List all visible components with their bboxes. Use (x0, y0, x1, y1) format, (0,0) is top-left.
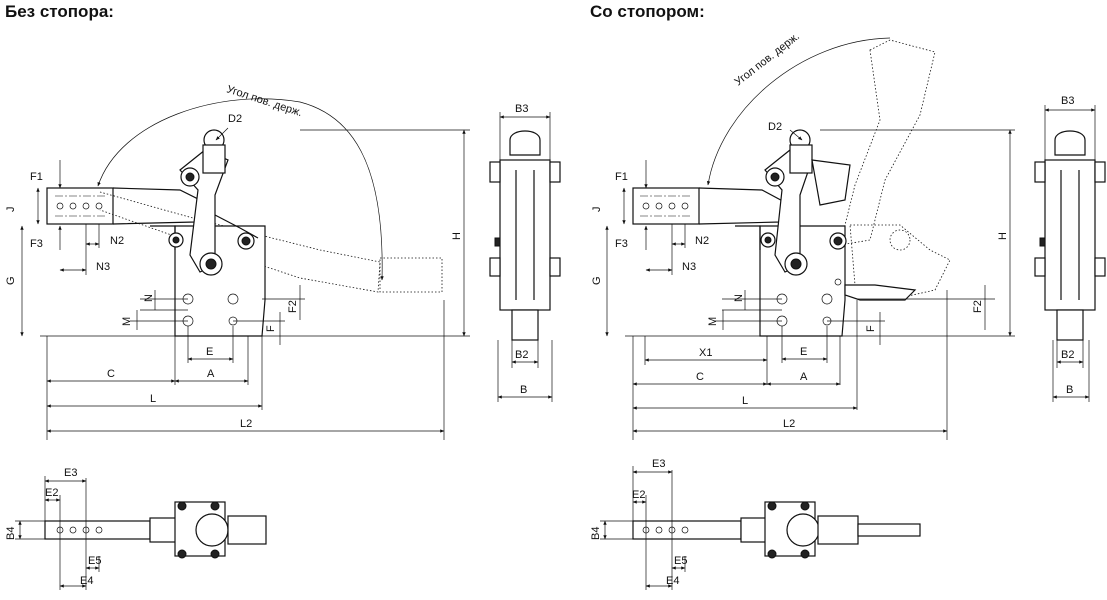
front-view-without-lock (489, 112, 561, 402)
clamp-bar-locked (632, 187, 700, 225)
label-n-left: N (143, 294, 155, 302)
label-m-left: M (121, 317, 133, 326)
label-n2-left: N2 (110, 235, 124, 247)
label-h-right: H (997, 232, 1009, 240)
label-j-left: J (5, 207, 17, 213)
lock-lever (844, 284, 917, 301)
label-b2-right: B2 (1061, 349, 1074, 361)
label-e4-left: E4 (80, 575, 93, 587)
label-g-left: G (5, 276, 17, 285)
label-g-right: G (591, 276, 603, 285)
label-e5-right: E5 (674, 555, 687, 567)
label-e3-right: E3 (652, 458, 665, 470)
label-f2-right: F2 (972, 300, 984, 313)
label-f3-right: F3 (615, 238, 628, 250)
top-view-without-lock (15, 476, 267, 590)
heading-without-lock: Без стопора: (5, 2, 114, 21)
label-l-left: L (150, 393, 156, 405)
label-b3-left: B3 (515, 103, 528, 115)
label-x1-right: X1 (699, 347, 712, 359)
label-e-left: E (206, 346, 213, 358)
label-f1-right: F1 (615, 171, 628, 183)
label-e-right: E (800, 346, 807, 358)
label-c-right: C (696, 371, 704, 383)
label-e5-left: E5 (88, 555, 101, 567)
label-e3-left: E3 (64, 467, 77, 479)
label-a-left: A (207, 368, 215, 380)
label-d2-left: D2 (228, 113, 242, 125)
label-e4-right: E4 (666, 575, 679, 587)
label-m-right: M (707, 317, 719, 326)
label-b2-left: B2 (515, 349, 528, 361)
label-b4-right: B4 (590, 527, 602, 540)
label-n-right: N (733, 294, 745, 302)
label-e2-right: E2 (632, 489, 645, 501)
label-j-right: J (591, 207, 603, 213)
label-f-right: F (865, 325, 877, 332)
side-view-without-lock (20, 98, 470, 440)
label-l2-right: L2 (783, 418, 795, 430)
label-b-right: B (1066, 384, 1073, 396)
label-l-right: L (742, 395, 748, 407)
label-c-left: C (107, 368, 115, 380)
label-a-right: A (800, 371, 808, 383)
label-f3-left: F3 (30, 238, 43, 250)
label-n2-right: N2 (695, 235, 709, 247)
label-b4-left: B4 (5, 527, 17, 540)
side-view-with-lock (605, 37, 1015, 440)
label-b3-right: B3 (1061, 95, 1074, 107)
label-f-left: F (265, 325, 277, 332)
label-f2-left: F2 (287, 300, 299, 313)
front-view-with-lock (1034, 105, 1106, 402)
label-b-left: B (520, 384, 527, 396)
label-n3-right: N3 (682, 261, 696, 273)
label-h-left: H (451, 232, 463, 240)
label-n3-left: N3 (96, 261, 110, 273)
top-view-with-lock (600, 466, 921, 590)
heading-with-lock: Со стопором: (590, 2, 705, 21)
label-l2-left: L2 (240, 418, 252, 430)
label-e2-left: E2 (45, 487, 58, 499)
label-d2-right: D2 (768, 121, 782, 133)
label-f1-left: F1 (30, 171, 43, 183)
angle-label-right: Угол пов. держ. (732, 30, 801, 88)
